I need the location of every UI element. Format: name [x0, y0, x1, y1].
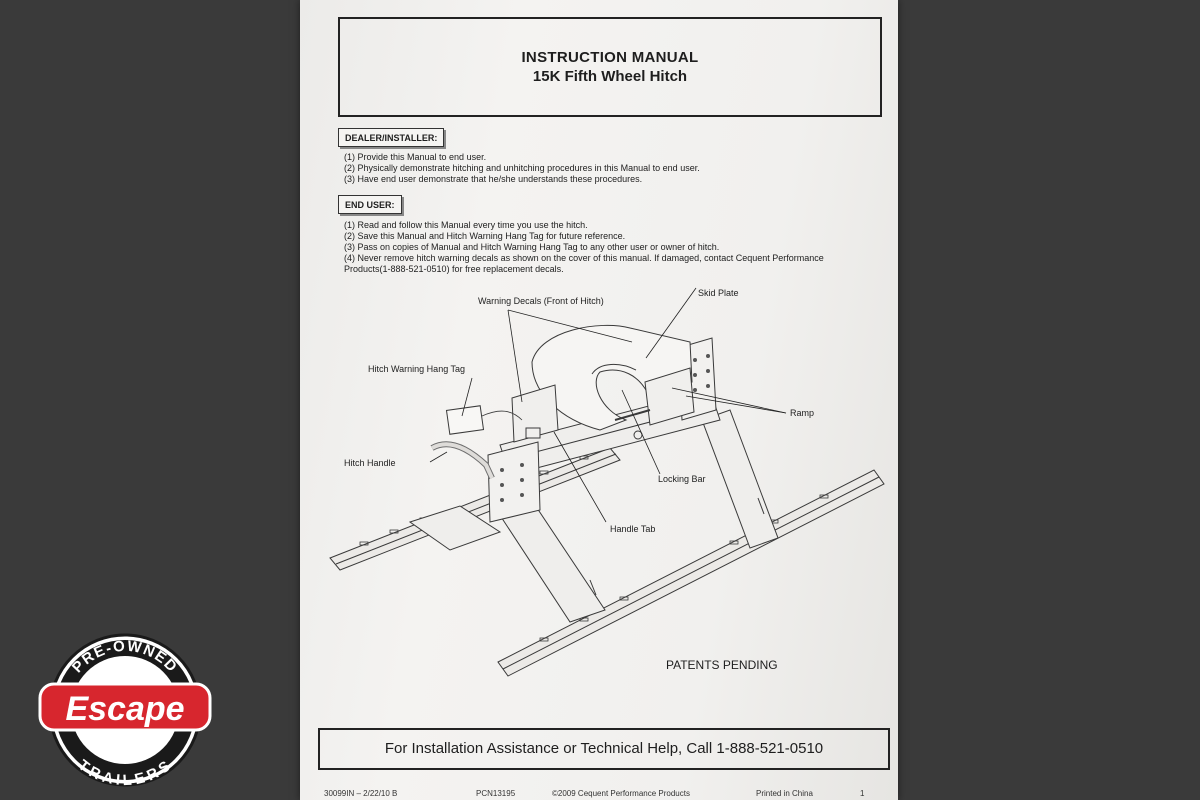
title-box: INSTRUCTION MANUAL 15K Fifth Wheel Hitch: [338, 17, 882, 117]
patents-pending: PATENTS PENDING: [666, 658, 778, 672]
handle-tab-label: Handle Tab: [610, 524, 655, 534]
help-callout: For Installation Assistance or Technical…: [318, 728, 890, 770]
hitch-handle-label: Hitch Handle: [344, 458, 396, 468]
end-user-section-label: END USER:: [338, 195, 402, 214]
manual-page: INSTRUCTION MANUAL 15K Fifth Wheel Hitch…: [300, 0, 898, 800]
dealer-instructions: (1) Provide this Manual to end user. (2)…: [344, 152, 844, 185]
locking-bar: [614, 409, 651, 421]
right-front-leg: [701, 409, 779, 549]
hitch-diagram: Warning Decals (Front of Hitch) Skid Pla…: [329, 287, 885, 677]
ramp: [511, 384, 559, 443]
document-code: 30099IN – 2/22/10 B: [324, 789, 398, 798]
end-user-instructions: (1) Read and follow this Manual every ti…: [344, 220, 844, 275]
page-number: 1: [860, 789, 865, 798]
pcn-number: PCN13195: [476, 789, 516, 798]
end-user-item: (4) Never remove hitch warning decals as…: [344, 253, 824, 274]
copyright-notice: ©2009 Cequent Performance Products: [552, 789, 690, 798]
dealer-item: (2) Physically demonstrate hitching and …: [344, 163, 700, 173]
badge-brand-text: Escape: [65, 690, 184, 728]
locking-bar-label: Locking Bar: [658, 474, 706, 484]
hang-tag-label: Hitch Warning Hang Tag: [368, 364, 465, 374]
printed-in: Printed in China: [756, 789, 813, 798]
end-user-item: (3) Pass on copies of Manual and Hitch W…: [344, 242, 720, 252]
dealer-item: (1) Provide this Manual to end user.: [344, 152, 487, 162]
manual-title: INSTRUCTION MANUAL: [521, 49, 699, 66]
skid-plate-label: Skid Plate: [698, 288, 739, 298]
handle-tab: [525, 427, 541, 439]
hang-tag: [445, 405, 485, 435]
dealer-item: (3) Have end user demonstrate that he/sh…: [344, 174, 643, 184]
end-user-item: (1) Read and follow this Manual every ti…: [344, 220, 588, 230]
warning-decals-label: Warning Decals (Front of Hitch): [478, 296, 604, 306]
dealer-section-label: DEALER/INSTALLER:: [338, 128, 445, 147]
manual-subtitle: 15K Fifth Wheel Hitch: [532, 68, 688, 85]
end-user-item: (2) Save this Manual and Hitch Warning H…: [344, 231, 626, 241]
left-bracket: [487, 441, 541, 523]
ramp-label: Ramp: [790, 408, 814, 418]
escape-trailers-logo: PRE-OWNED TRAILERS Escape: [38, 633, 212, 788]
skid-plate: [531, 324, 693, 431]
